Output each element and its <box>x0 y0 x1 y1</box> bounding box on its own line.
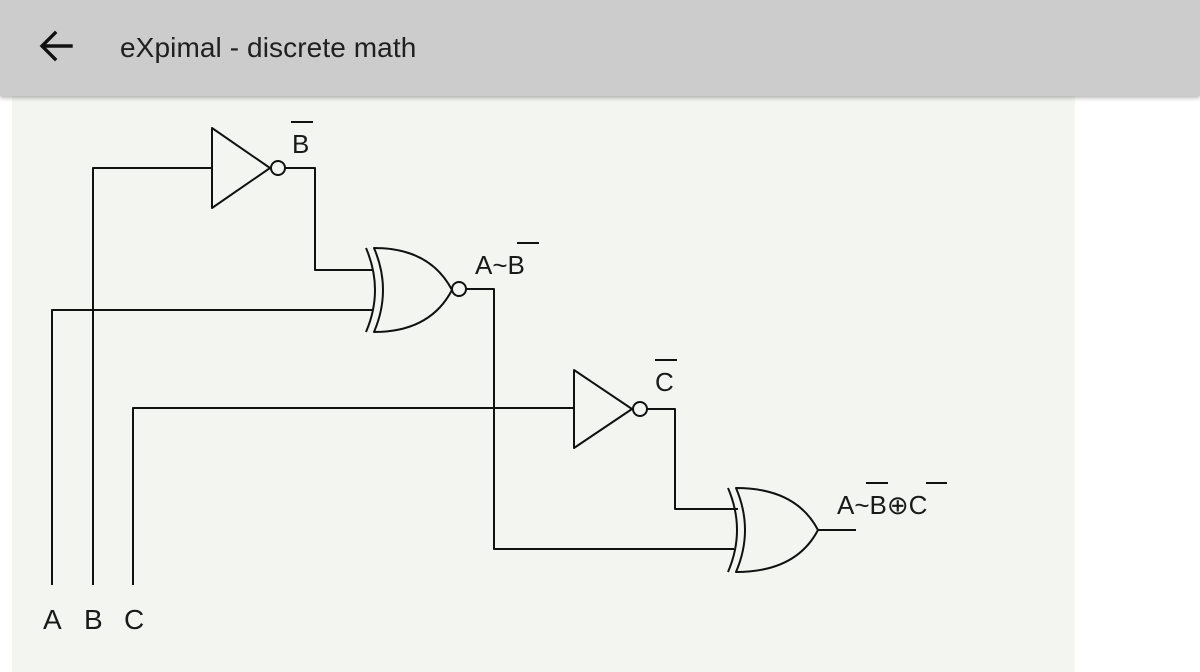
xor-gate-back <box>727 487 738 573</box>
input-label-a: A <box>43 604 62 635</box>
wire-not-c <box>647 408 738 510</box>
xnor-gate-1 <box>373 247 453 333</box>
xnor-gate-1-bubble <box>451 281 467 297</box>
not-gate-b-bubble <box>270 160 286 176</box>
wire-not-b <box>285 167 372 271</box>
xor-gate <box>735 487 819 573</box>
page-title: eXpimal - discrete math <box>120 32 417 63</box>
logic-circuit-diagram: B A~B C A~B⊕C A B C <box>12 96 1075 672</box>
not-gate-c-bubble <box>632 401 648 417</box>
label-output: A~B⊕C <box>837 490 927 520</box>
back-button[interactable] <box>28 24 84 72</box>
input-label-b: B <box>84 604 103 635</box>
label-not-b: B <box>292 129 309 159</box>
wire-input-c <box>132 407 574 585</box>
arrow-left-icon <box>39 29 73 68</box>
not-gate-b <box>211 127 271 209</box>
app-bar: eXpimal - discrete math <box>0 0 1200 96</box>
input-label-c: C <box>124 604 144 635</box>
label-not-c: C <box>655 367 674 397</box>
not-gate-c <box>573 369 633 449</box>
xnor-gate-1-back <box>365 247 376 333</box>
wire-xnor-1 <box>466 288 734 550</box>
wire-input-a <box>51 309 372 585</box>
wire-input-b <box>92 167 212 585</box>
label-xnor-ab: A~B <box>475 250 525 280</box>
